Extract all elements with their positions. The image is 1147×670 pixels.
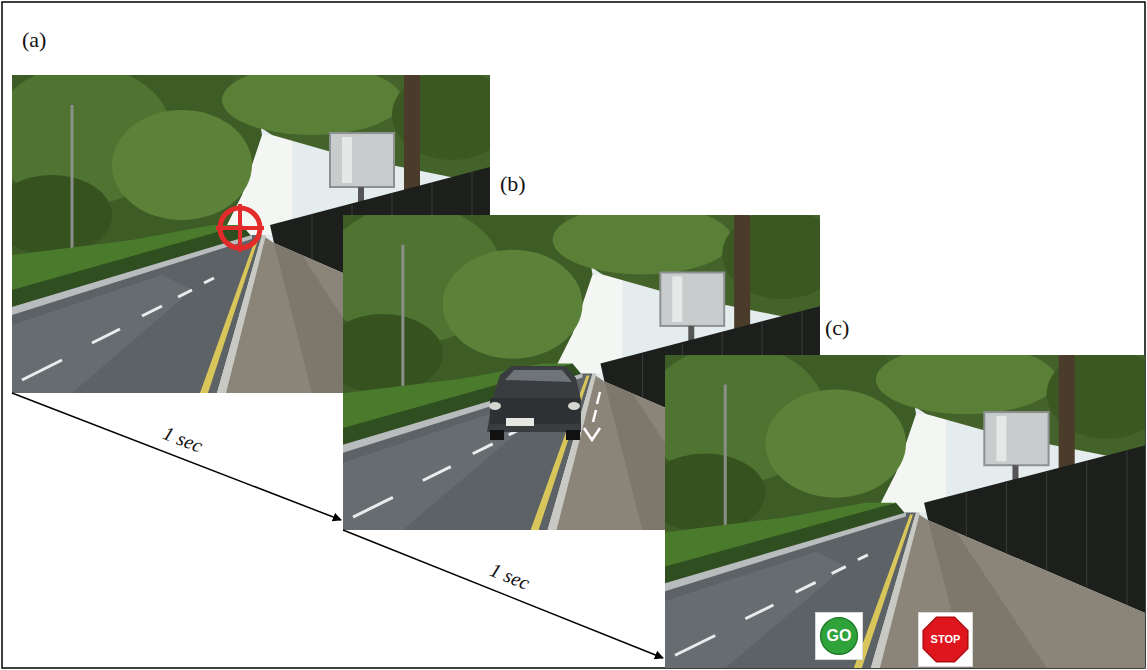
time-arrow (343, 530, 663, 658)
panel-label: (b) (500, 173, 526, 195)
photo-panel: (c)GOSTOP (665, 355, 1145, 668)
photo-panel: (a) (12, 75, 490, 393)
sign-text: GO (827, 628, 852, 644)
stop-sign: STOP (918, 612, 973, 667)
car (487, 366, 581, 440)
go-sign: GO (815, 612, 863, 660)
sign-text: STOP (931, 634, 961, 645)
panel-label: (a) (22, 29, 46, 51)
target-crosshair (216, 204, 264, 252)
photo-panel: (b) (343, 215, 820, 530)
motion-arrow (584, 392, 600, 440)
time-arrow (12, 393, 341, 520)
duration-label: 1 sec (161, 422, 206, 455)
duration-label: 1 sec (488, 560, 533, 594)
panel-label: (c) (825, 317, 849, 339)
